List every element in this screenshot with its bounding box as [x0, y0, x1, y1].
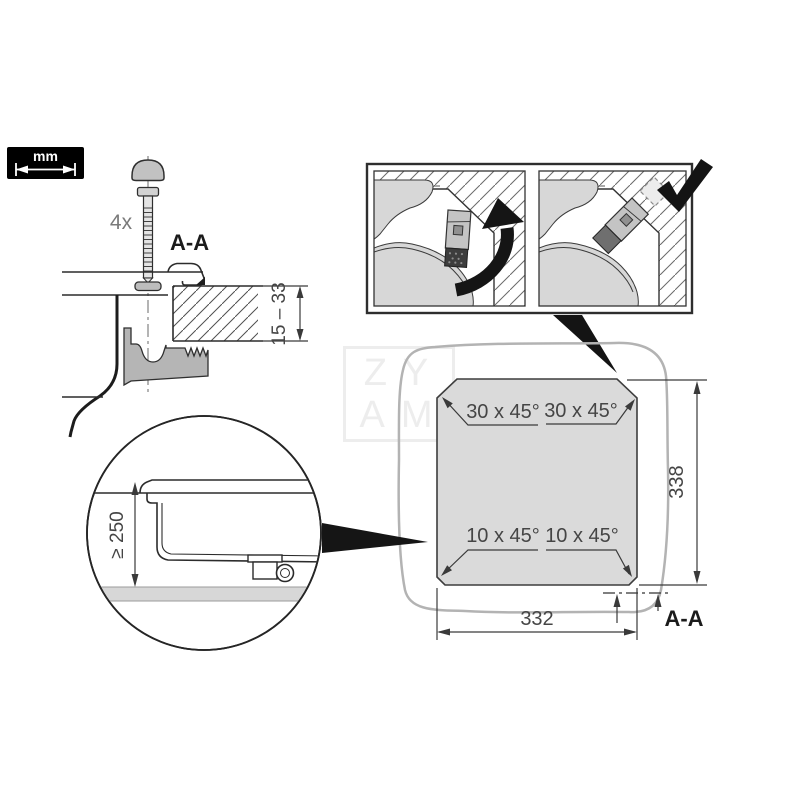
cutout-opening [436, 378, 638, 586]
clearance-detail-circle: ≥ 250 [86, 415, 322, 651]
watermark-line2: AM [359, 394, 449, 436]
cutout-diagram: 30 x 45° 30 x 45° 10 x 45° 10 x 45° 338 [322, 341, 707, 640]
clearance-dim: ≥ 250 [107, 482, 139, 587]
watermark-line1: ZY [363, 352, 445, 394]
fastener-and-cross-section: 4x A-A 15 – 33 [62, 156, 308, 438]
chamfer-leaders-bottom [441, 549, 632, 577]
mm-label: mm [33, 148, 58, 164]
chamfer-label-top-left: 30 x 45° [466, 401, 540, 423]
hob-edge-trim [167, 262, 206, 286]
thickness-dim-label: 15 – 33 [269, 282, 290, 345]
quantity-label: 4x [110, 211, 133, 234]
mm-units-badge: mm [7, 147, 84, 179]
chamfer-label-bottom-right: 10 x 45° [545, 525, 619, 547]
clamp-icon [444, 209, 472, 268]
detail-pointer [322, 523, 428, 553]
washer [134, 281, 162, 292]
hob-corner-top [374, 179, 434, 240]
rotate-arrowhead [482, 198, 524, 229]
clamp-bracket [123, 327, 209, 387]
hob-side-view: ≥ 250 [88, 479, 320, 602]
connection-box [247, 554, 295, 583]
chamfer-label-bottom-left: 10 x 45° [466, 525, 540, 547]
chamfer-label-top-right: 30 x 45° [544, 400, 618, 422]
double-arrow-icon [15, 163, 76, 176]
hob-corner-bottom [539, 242, 639, 306]
panel-rotate-step [374, 171, 525, 306]
countertop-hatch [172, 285, 263, 342]
width-dim: 332 [436, 588, 638, 640]
clamp-icon-rotated [592, 197, 650, 255]
section-cut-label: A-A [664, 606, 703, 631]
corner-install-panels [365, 159, 713, 373]
shelf-band [88, 587, 320, 601]
clearance-dim-label: ≥ 250 [107, 511, 128, 558]
height-dim: 338 [627, 379, 707, 586]
clamp-ghost-outline [639, 176, 670, 207]
hob-tub-inner-line [161, 503, 320, 557]
thickness-dim: 15 – 33 [263, 282, 308, 346]
hob-corner-top [539, 179, 599, 240]
worktop-outline [397, 341, 670, 614]
check-icon [657, 159, 713, 212]
watermark: ZY AM [343, 346, 455, 442]
section-cut: A-A [603, 592, 704, 631]
trim-seal [196, 277, 205, 285]
section-label: A-A [170, 230, 209, 255]
rotate-arrow-icon [454, 227, 514, 297]
hob-tub-outline [146, 493, 320, 563]
glass-top-line [139, 479, 320, 494]
chamfer-leaders-top [442, 397, 635, 426]
width-dim-label: 332 [520, 608, 553, 630]
screw-cap [131, 159, 165, 182]
mounting-screw [136, 186, 160, 284]
height-dim-label: 338 [666, 465, 688, 498]
power-cable [68, 295, 119, 438]
